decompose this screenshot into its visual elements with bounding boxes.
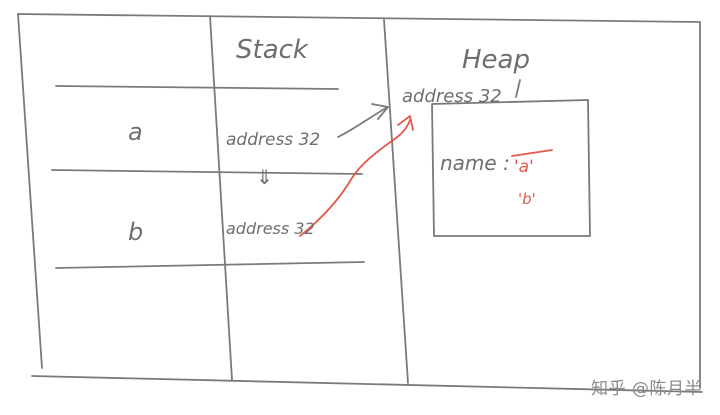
heap-column-divider xyxy=(383,19,409,384)
copy-marker: ⇓ xyxy=(256,165,273,189)
heap-title: Heap xyxy=(462,45,530,75)
watermark: 知乎 @陈月半 xyxy=(591,379,702,399)
variable-b-name: b xyxy=(128,218,143,246)
arrow-b-to-heap xyxy=(299,119,411,237)
stack-title: Stack xyxy=(236,35,309,65)
heap-address-label: address 32 xyxy=(402,86,502,107)
variable-a-value: address 32 xyxy=(226,130,320,150)
stack-column-divider xyxy=(209,15,233,381)
arrow-b-head xyxy=(397,115,414,131)
heap-old-value: 'a' xyxy=(514,157,534,177)
heap-title-tick xyxy=(515,79,521,98)
variable-a-name: a xyxy=(128,118,143,146)
heap-new-value: 'b' xyxy=(518,190,536,208)
frame-top-line xyxy=(17,13,701,23)
arrow-a-to-heap xyxy=(337,107,387,138)
frame-left-line xyxy=(17,13,43,369)
frame-bottom-line xyxy=(31,375,703,393)
arrow-a-head xyxy=(371,103,389,120)
heap-field-name: name : xyxy=(440,151,510,175)
heap-object-box xyxy=(431,99,591,237)
strike-old-value xyxy=(511,149,553,157)
row-line-3 xyxy=(55,261,365,269)
variable-b-value: address 32 xyxy=(226,219,315,238)
row-line-1 xyxy=(55,85,339,90)
row-line-2 xyxy=(51,169,363,175)
